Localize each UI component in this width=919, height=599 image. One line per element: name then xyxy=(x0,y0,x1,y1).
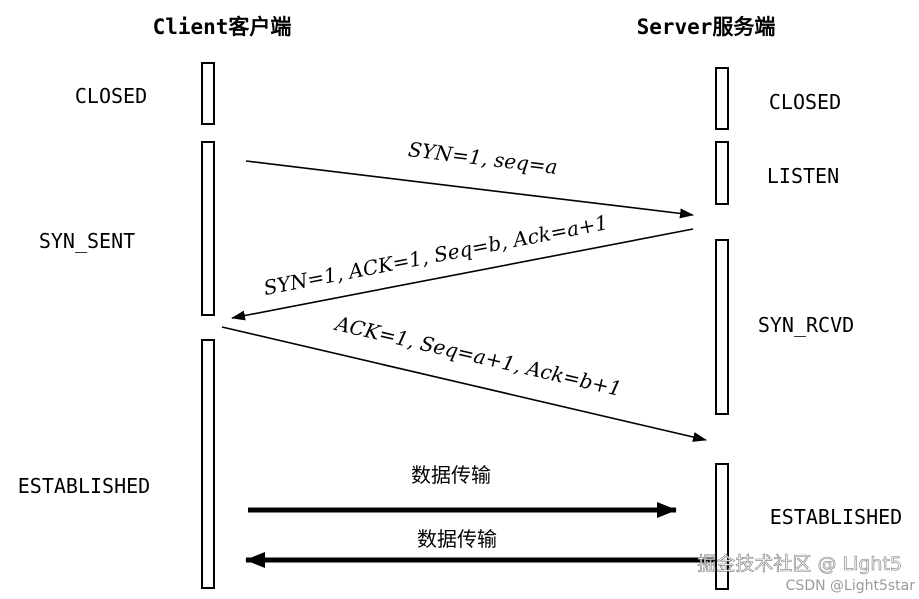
server-state-syn-rcvd: SYN_RCVD xyxy=(758,313,854,337)
client-box-syn-sent xyxy=(201,141,215,316)
data-to-client-label: 数据传输 xyxy=(417,527,497,551)
client-box-established xyxy=(201,339,215,589)
client-state-syn-sent: SYN_SENT xyxy=(39,229,135,253)
client-state-closed: CLOSED xyxy=(75,84,147,108)
syn-message: SYN=1, seq=a xyxy=(407,137,559,179)
watermark-sub: CSDN @Light5star xyxy=(786,578,916,594)
watermark-main: 掘金技术社区 @ Light5 xyxy=(697,553,902,575)
client-state-established: ESTABLISHED xyxy=(18,474,150,498)
client-title: Client客户端 xyxy=(153,15,292,39)
ack-message: ACK=1, Seq=a+1, Ack=b+1 xyxy=(331,311,624,401)
client-box-closed xyxy=(201,62,215,125)
server-state-established: ESTABLISHED xyxy=(770,505,902,529)
server-state-listen: LISTEN xyxy=(767,164,839,188)
server-state-closed: CLOSED xyxy=(769,90,841,114)
server-box-established xyxy=(715,463,729,590)
server-box-syn-rcvd xyxy=(715,239,729,415)
server-box-closed xyxy=(715,67,729,130)
server-title: Server服务端 xyxy=(637,15,776,39)
syn-arrow xyxy=(245,160,694,219)
server-box-listen xyxy=(715,141,729,205)
ack-arrow xyxy=(221,326,707,442)
syn-ack-arrow xyxy=(231,228,694,321)
data-to-server-label: 数据传输 xyxy=(411,463,491,487)
